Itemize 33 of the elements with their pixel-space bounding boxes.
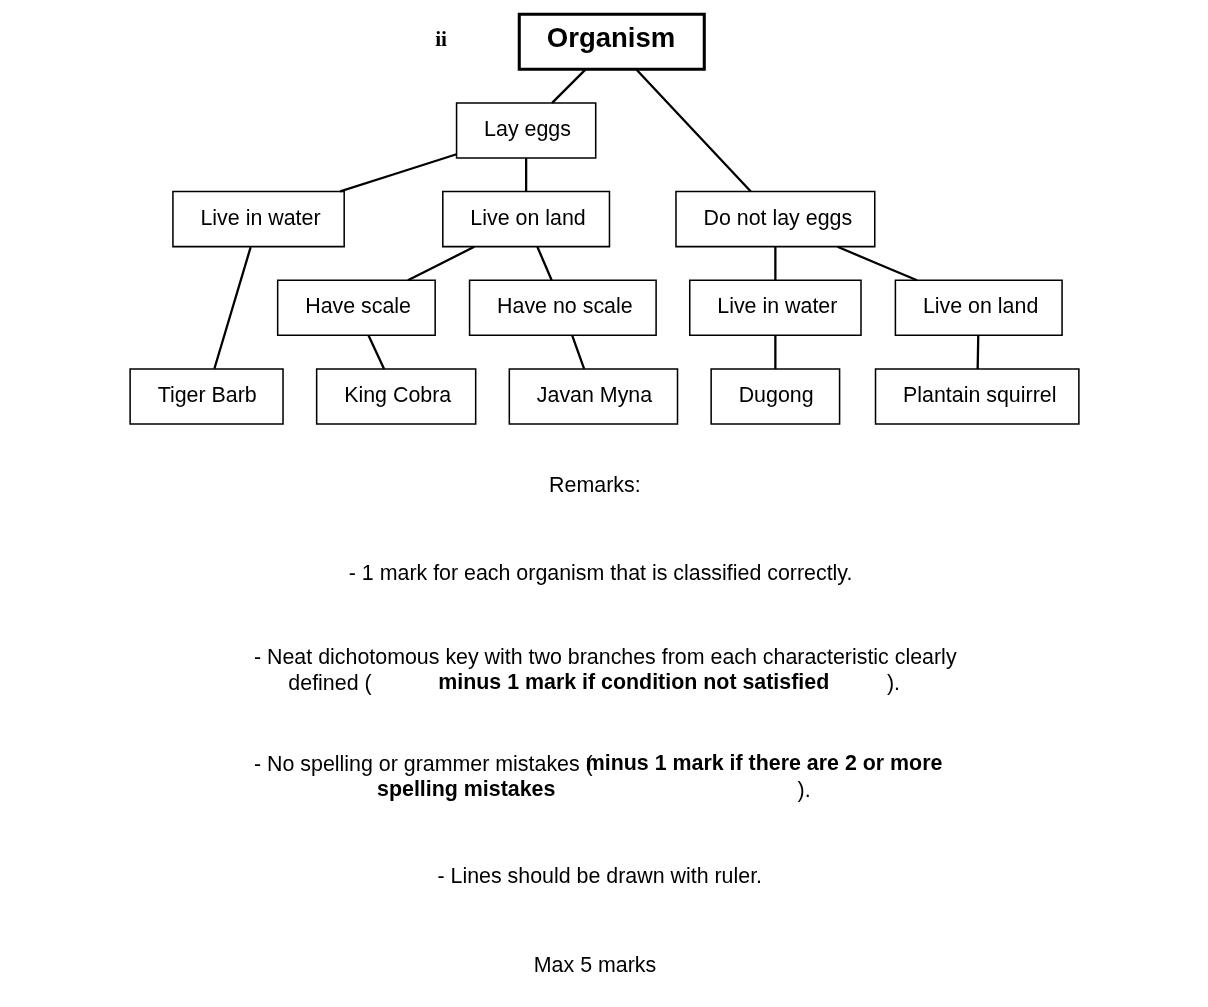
connector <box>836 245 917 282</box>
connector <box>570 335 585 370</box>
node-box: King Cobra <box>315 368 476 425</box>
connector <box>524 158 527 192</box>
connector <box>339 153 457 193</box>
node-box: Have scale <box>276 279 436 337</box>
connector <box>976 335 979 369</box>
node-box: Dugong <box>709 368 840 425</box>
node-box: Do not lay eggs <box>674 190 876 248</box>
label: ii <box>434 26 447 51</box>
label: - Lines should be drawn with ruler. <box>436 864 762 889</box>
node-box: Organism <box>517 12 706 71</box>
node-box: Live on land <box>441 190 610 248</box>
label: - Neat dichotomous key with two branches from each characteristic clearly defined (minus 1 mark if condition not satisfied). <box>253 645 957 696</box>
connector <box>212 246 252 370</box>
connector <box>635 68 752 193</box>
connector <box>550 68 586 104</box>
node-box: Tiger Barb <box>128 368 284 425</box>
node-box: Have no scale <box>468 279 657 337</box>
node-box: Live on land <box>894 279 1063 337</box>
node-box: Live in water <box>171 190 345 248</box>
connector <box>406 245 475 282</box>
node-box: Live in water <box>688 279 862 337</box>
label: Remarks: <box>548 472 641 497</box>
connector <box>773 335 776 369</box>
node-box: Lay eggs <box>455 102 596 159</box>
label: - 1 mark for each organism that is classified correctly. <box>348 561 852 586</box>
connector <box>367 335 385 370</box>
label: Max 5 marks <box>533 952 656 977</box>
node-box: Plantain squirrel <box>874 368 1080 425</box>
connector <box>773 246 776 281</box>
connector <box>535 246 553 281</box>
node-box: Javan Myna <box>508 368 678 425</box>
